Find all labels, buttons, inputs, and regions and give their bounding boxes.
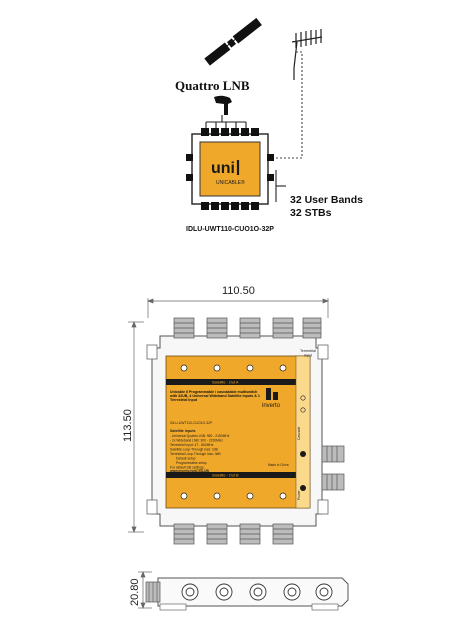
user-bands-label: 32 User Bands — [290, 194, 363, 206]
panel-title-box: Unicable II Programmable / cascadable mu… — [170, 390, 260, 403]
side-connectors — [186, 154, 274, 181]
made-in-label: Made in China — [268, 463, 289, 467]
input-connectors — [201, 128, 259, 136]
lnb-label: Quattro LNB — [175, 78, 250, 93]
side-f-connectors — [321, 445, 345, 491]
right-label-2: Input — [304, 354, 312, 358]
top-f-connectors — [173, 317, 322, 339]
panel-spec-line: - 2x Wideband LNB: 300 - 2150MHz — [170, 439, 223, 443]
right-label-1: Terrestrial — [300, 349, 316, 353]
side-label-bottom: Power — [297, 490, 301, 500]
panel-title: Unicable II Programmable / cascadable mu… — [170, 390, 260, 403]
svg-text:inverto: inverto — [262, 403, 281, 409]
output-connectors — [201, 202, 259, 210]
side-label-top: Cascade — [297, 427, 301, 440]
panel-footer-2: www.inverto.tv/dCSS-UB — [169, 469, 210, 473]
orange-label-panel — [165, 355, 311, 509]
lnb-icon — [214, 95, 232, 115]
panel-spec-line: - Universal Quattro LNB: 950 - 2150MHz — [170, 434, 230, 438]
svg-text:UNICABLE®: UNICABLE® — [216, 179, 245, 186]
bottom-f-connectors — [173, 523, 294, 545]
depth-dimension — [138, 571, 152, 609]
panel-footer-1: For default UB settings: — [170, 466, 205, 470]
panel-spec-line: Default setup — [176, 457, 196, 461]
satellite-icon — [204, 17, 262, 66]
output-bracket — [275, 170, 286, 202]
side-view-ports — [181, 583, 333, 601]
bottom-port-circles — [180, 492, 287, 500]
terrestrial-cable — [268, 51, 303, 159]
svg-text:uni: uni — [211, 160, 235, 177]
panel-spec-line: Terrestrial Loop-Through loss: 3dB — [170, 452, 221, 456]
panel-spec-line: Satellite Loop-Through loss: 2dB — [170, 448, 219, 452]
terrestrial-antenna-icon — [291, 29, 323, 80]
model-label: IDLU-UWT110-CUO1O-32P — [186, 226, 274, 233]
depth-dimension-label: 20.80 — [129, 578, 141, 606]
width-dimension-label: 110.50 — [222, 285, 255, 297]
panel-spec-heading: Satellite Inputs — [170, 429, 196, 433]
stb-count-label: 32 STBs — [290, 207, 332, 219]
width-dimension — [147, 298, 329, 318]
top-band-label: Satellite - Out A — [212, 381, 239, 385]
panel-model: IDLU-UWT110-CUO1O-32P — [170, 421, 213, 425]
panel-spec-line: Programmable setup — [176, 461, 207, 465]
multiswitch-schematic: uni UNICABLE® — [186, 128, 274, 210]
top-port-circles — [180, 364, 287, 372]
panel-spec-line: Terrestrial Input: 47 - 862MHz — [170, 443, 214, 447]
height-dimension-label: 113.50 — [122, 409, 134, 442]
unicable-logo: uni UNICABLE® — [211, 160, 245, 186]
height-dimension — [128, 321, 144, 533]
bottom-band-label: Satellite - Out B — [212, 474, 239, 478]
inverto-logo: inverto — [262, 388, 281, 409]
panel-spec-list: - Universal Quattro LNB: 950 - 2150MHz -… — [170, 434, 230, 465]
panel-symbols — [300, 395, 306, 491]
